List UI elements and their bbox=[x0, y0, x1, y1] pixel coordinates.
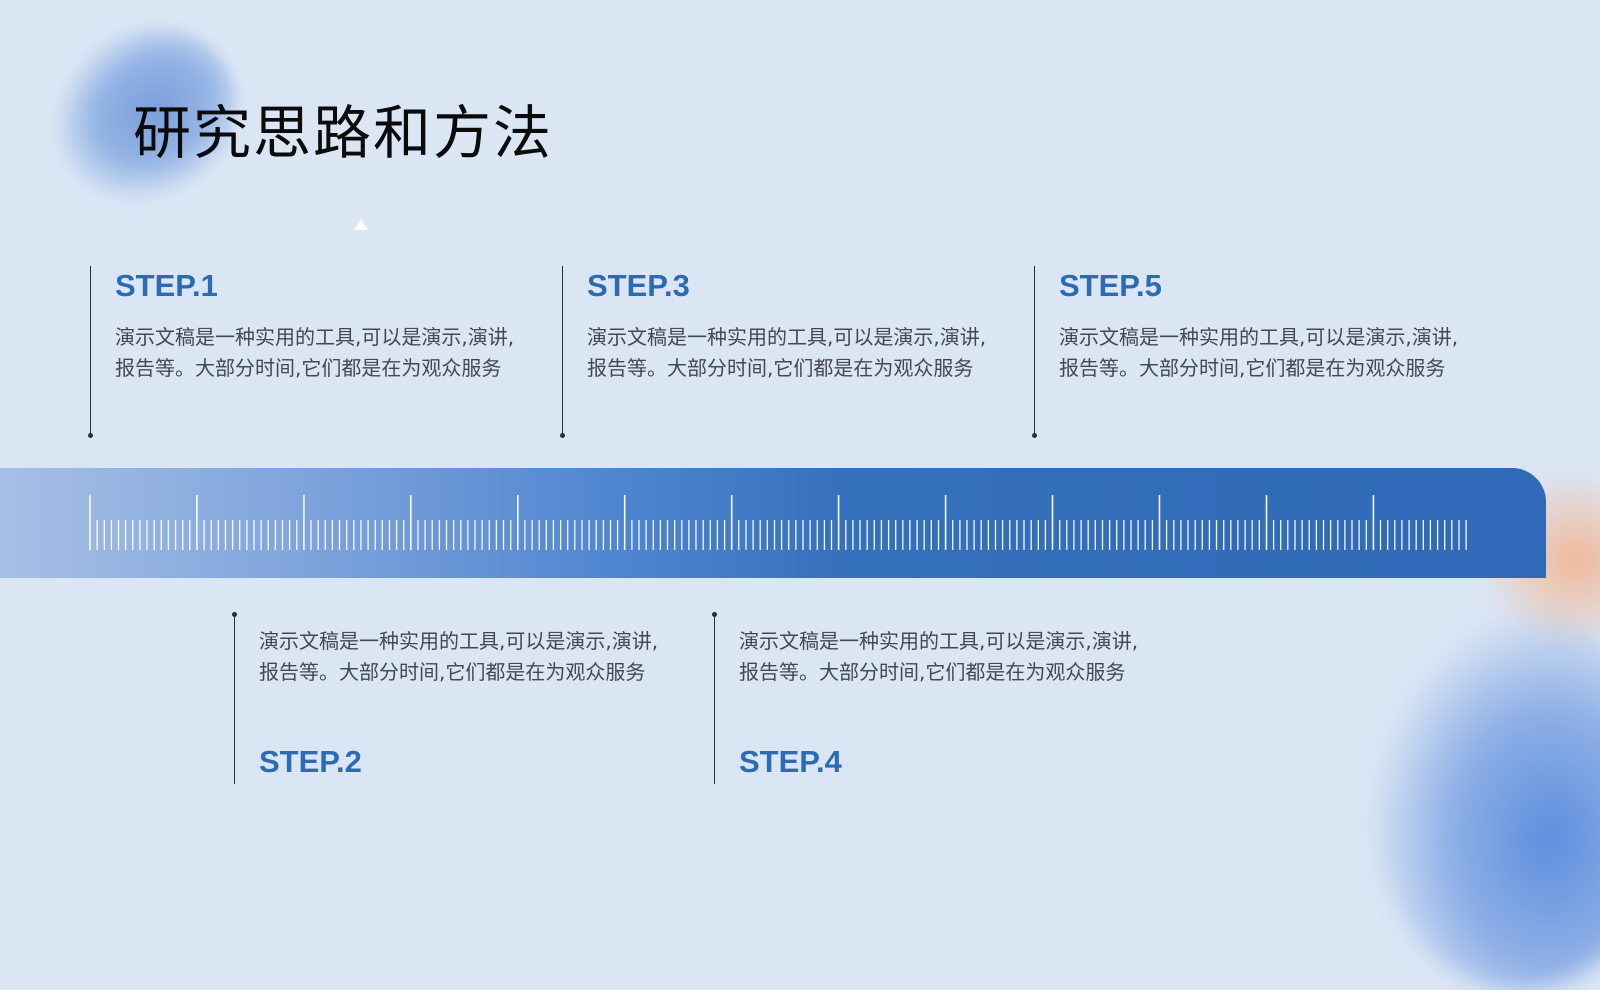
step-4-text: 演示文稿是一种实用的工具,可以是演示,演讲,报告等。大部分时间,它们都是在为观众… bbox=[739, 629, 1139, 684]
decorative-blob-bottom-right bbox=[1370, 610, 1600, 990]
timeline-ruler bbox=[0, 468, 1546, 578]
step-4-divider bbox=[712, 612, 717, 784]
step-4-label: STEP.4 bbox=[739, 744, 842, 779]
step-5-divider bbox=[1032, 266, 1037, 438]
step-3-divider bbox=[560, 266, 565, 438]
step-3-text: 演示文稿是一种实用的工具,可以是演示,演讲,报告等。大部分时间,它们都是在为观众… bbox=[587, 325, 987, 380]
step-2-label: STEP.2 bbox=[259, 744, 362, 779]
step-5-label: STEP.5 bbox=[1059, 268, 1162, 303]
step-1-label: STEP.1 bbox=[115, 268, 218, 303]
step-2-text: 演示文稿是一种实用的工具,可以是演示,演讲,报告等。大部分时间,它们都是在为观众… bbox=[259, 629, 659, 684]
triangle-marker-icon bbox=[354, 219, 368, 230]
step-1-divider bbox=[88, 266, 93, 438]
step-2-divider bbox=[232, 612, 237, 784]
step-3-label: STEP.3 bbox=[587, 268, 690, 303]
page-title: 研究思路和方法 bbox=[133, 99, 554, 167]
step-1-text: 演示文稿是一种实用的工具,可以是演示,演讲,报告等。大部分时间,它们都是在为观众… bbox=[115, 325, 515, 380]
step-5-text: 演示文稿是一种实用的工具,可以是演示,演讲,报告等。大部分时间,它们都是在为观众… bbox=[1059, 325, 1459, 380]
ruler-ticks bbox=[89, 495, 1467, 550]
